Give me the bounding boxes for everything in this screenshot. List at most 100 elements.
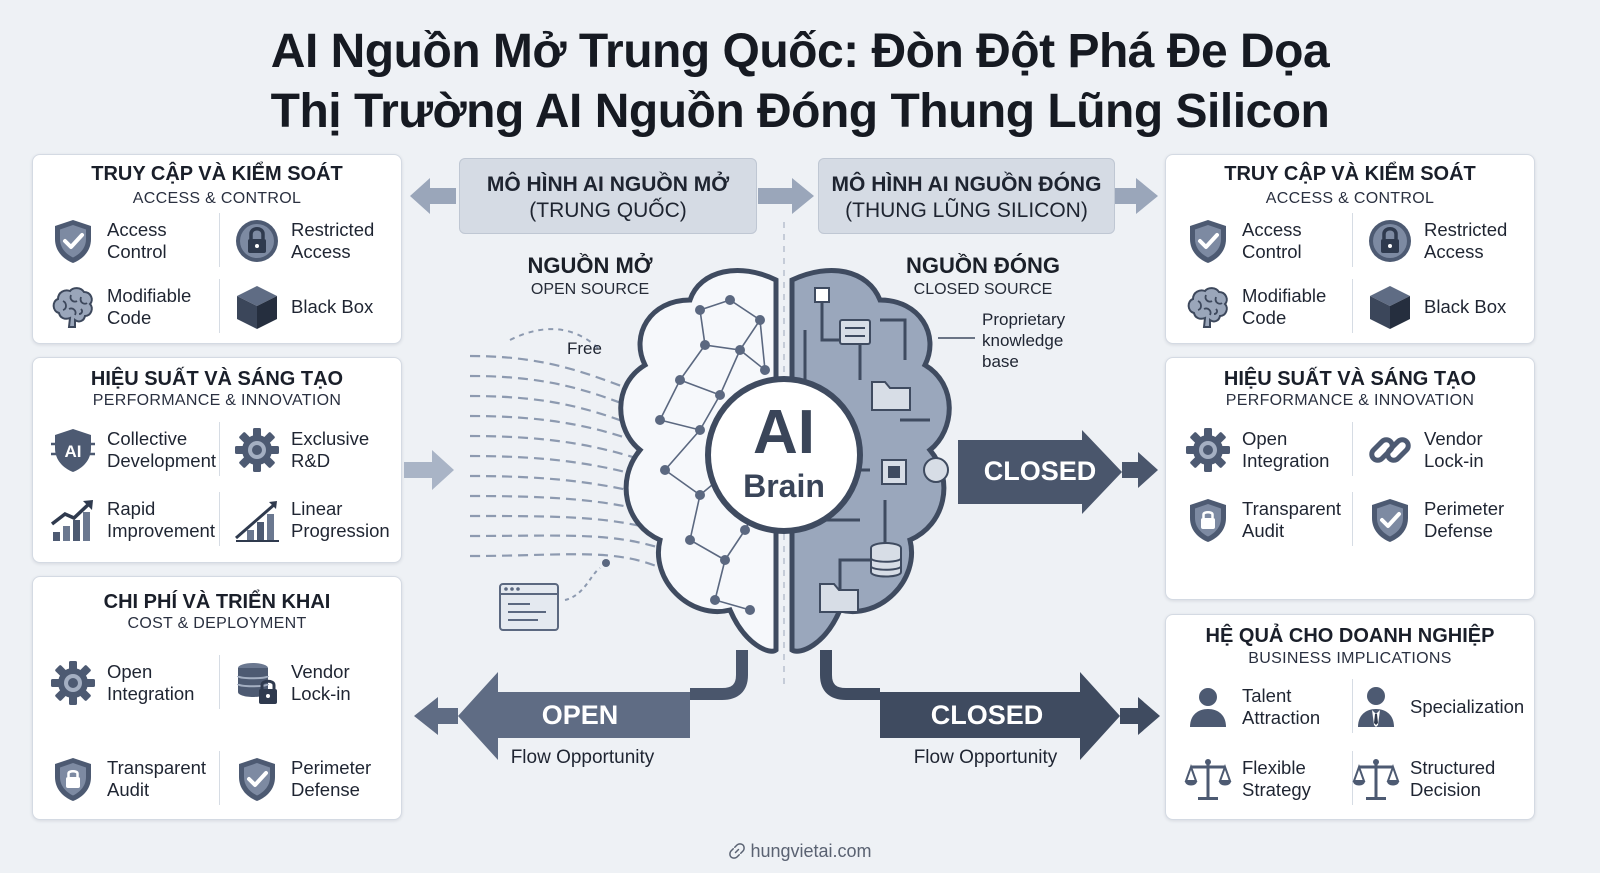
- item-label: Transparent Audit: [107, 757, 207, 800]
- item-label: Modifiable Code: [107, 285, 192, 328]
- item-label: Collective Development: [107, 428, 217, 471]
- item-open-integration: Open Integration: [1182, 424, 1329, 476]
- footer: hungvietai.com: [0, 841, 1600, 865]
- businessman-icon: [1350, 681, 1402, 733]
- closed-model-box: MÔ HÌNH AI NGUỒN ĐÓNG (THUNG LŨNG SILICO…: [818, 158, 1115, 234]
- column-divider: [219, 422, 220, 476]
- open-brain-left-half: [618, 267, 779, 654]
- column-divider: [1352, 279, 1353, 333]
- database-lock-icon: [231, 657, 283, 709]
- cube-icon: [1364, 281, 1416, 333]
- open-arrow-label: OPEN: [541, 700, 619, 730]
- item-restricted-access: Restricted Access: [1364, 215, 1507, 267]
- open-source-label: NGUỒN MỞ OPEN SOURCE: [500, 253, 680, 299]
- item-label: Modifiable Code: [1242, 285, 1327, 328]
- item-label: Vendor Lock-in: [291, 661, 351, 704]
- item-talent-attraction: Talent Attraction: [1182, 681, 1320, 733]
- column-divider: [219, 279, 220, 333]
- item-black-box: Black Box: [1364, 281, 1506, 333]
- shield-check-icon: [231, 753, 283, 805]
- item-label: Restricted Access: [291, 219, 375, 262]
- item-transparent-audit: Transparent Audit: [47, 753, 206, 805]
- item-label: Exclusive R&D: [291, 428, 370, 471]
- closed-model-subtitle: (THUNG LŨNG SILICON): [845, 199, 1088, 222]
- link-icon: [728, 842, 746, 865]
- chain-link-icon: [1364, 424, 1416, 476]
- open-model-subtitle: (TRUNG QUỐC): [529, 199, 687, 222]
- card-subtitle: BUSINESS IMPLICATIONS: [1248, 650, 1452, 667]
- brain-word-text: Brain: [743, 468, 825, 504]
- item-label: Black Box: [1424, 296, 1507, 317]
- item-label: Restricted Access: [1424, 219, 1508, 262]
- card-subtitle: ACCESS & CONTROL: [132, 190, 302, 207]
- item-label: Open Integration: [1242, 428, 1330, 471]
- card-title: HỆ QUẢ CHO DOANH NGHIỆP: [1205, 625, 1495, 647]
- item-label: Flexible Strategy: [1242, 757, 1311, 800]
- item-black-box: Black Box: [231, 281, 373, 333]
- item-label: Perimeter Defense: [1424, 498, 1505, 541]
- card-subtitle: ACCESS & CONTROL: [1265, 190, 1435, 207]
- title-line-1: AI Nguồn Mở Trung Quốc: Đòn Đột Phá Đe D…: [270, 25, 1330, 78]
- item-label: Rapid Improvement: [107, 498, 215, 541]
- ai-chip-icon: [47, 424, 99, 476]
- open-flow-opportunity: Flow Opportunity: [510, 747, 655, 768]
- item-access-control: Access Control: [1182, 215, 1302, 267]
- closed-flow-opportunity: Flow Opportunity: [913, 747, 1058, 768]
- proprietary-label: Proprietary knowledge base: [982, 310, 1066, 371]
- closed-source-subtitle: CLOSED SOURCE: [913, 281, 1053, 298]
- shield-check-icon: [1182, 215, 1234, 267]
- item-specialization: Specialization: [1350, 681, 1524, 733]
- column-divider: [1352, 422, 1353, 476]
- code-window-icon: [499, 583, 559, 631]
- lock-icon: [231, 215, 283, 267]
- center-graphic: [404, 178, 1160, 760]
- gear-icon: [1182, 424, 1234, 476]
- closed-source-title: NGUỒN ĐÓNG: [906, 253, 1060, 278]
- card-title: CHI PHÍ VÀ TRIỂN KHAI: [103, 591, 331, 613]
- item-label: Vendor Lock-in: [1424, 428, 1484, 471]
- item-label: Open Integration: [107, 661, 195, 704]
- scales-icon: [1182, 753, 1234, 805]
- shield-lock-icon: [1182, 494, 1234, 546]
- item-linear-progression: Linear Progression: [231, 494, 390, 546]
- closed-arrow-right-shape: [958, 430, 1122, 514]
- page-title: AI Nguồn Mở Trung Quốc: Đòn Đột Phá Đe D…: [0, 22, 1600, 142]
- card-title: TRUY CẬP VÀ KIỂM SOÁT: [1224, 163, 1476, 185]
- right-card-access: TRUY CẬP VÀ KIỂM SOÁT ACCESS & CONTROL Acc…: [1165, 154, 1535, 344]
- footer-url[interactable]: hungvietai.com: [750, 841, 872, 861]
- open-source-subtitle: OPEN SOURCE: [530, 281, 650, 298]
- card-subtitle: PERFORMANCE & INNOVATION: [1225, 392, 1475, 409]
- closed-brain-symbols: [814, 287, 949, 613]
- gear-icon: [231, 424, 283, 476]
- item-access-control: Access Control: [47, 215, 167, 267]
- item-transparent-audit: Transparent Audit: [1182, 494, 1341, 546]
- brain-icon: [47, 281, 99, 333]
- brain-ai-text: AI: [753, 398, 815, 467]
- lock-icon: [1364, 215, 1416, 267]
- item-modifiable-code: Modifiable Code: [1182, 281, 1326, 333]
- item-vendor-lock-in: Vendor Lock-in: [1364, 424, 1484, 476]
- column-divider: [219, 492, 220, 546]
- item-collective-development: Collective Development: [47, 424, 216, 476]
- right-card-performance: HIỆU SUẤT VÀ SÁNG TẠO PERFORMANCE & INNOV…: [1165, 357, 1535, 600]
- closed-source-label: NGUỒN ĐÓNG CLOSED SOURCE: [888, 253, 1078, 299]
- arrow-right-top: [1115, 178, 1158, 214]
- arrow-left-top: [410, 178, 456, 214]
- item-structured-decision: Structured Decision: [1350, 753, 1495, 805]
- card-subtitle: PERFORMANCE & INNOVATION: [92, 392, 342, 409]
- item-restricted-access: Restricted Access: [231, 215, 374, 267]
- shield-check-icon: [1364, 494, 1416, 546]
- open-model-title: MÔ HÌNH AI NGUỒN MỞ: [486, 173, 730, 196]
- item-label: Transparent Audit: [1242, 498, 1342, 541]
- brain-icon: [1182, 281, 1234, 333]
- closed-arrow-right-label: CLOSED: [983, 456, 1097, 486]
- item-label: Access Control: [107, 219, 167, 262]
- item-label: Black Box: [291, 296, 374, 317]
- person-icon: [1182, 681, 1234, 733]
- card-title: HIỆU SUẤT VÀ SÁNG TẠO: [1223, 368, 1477, 390]
- right-card-business: HỆ QUẢ CHO DOANH NGHIỆP BUSINESS IMPLICAT…: [1165, 614, 1535, 820]
- arrow-left-mid: [404, 450, 454, 490]
- column-divider: [219, 655, 220, 709]
